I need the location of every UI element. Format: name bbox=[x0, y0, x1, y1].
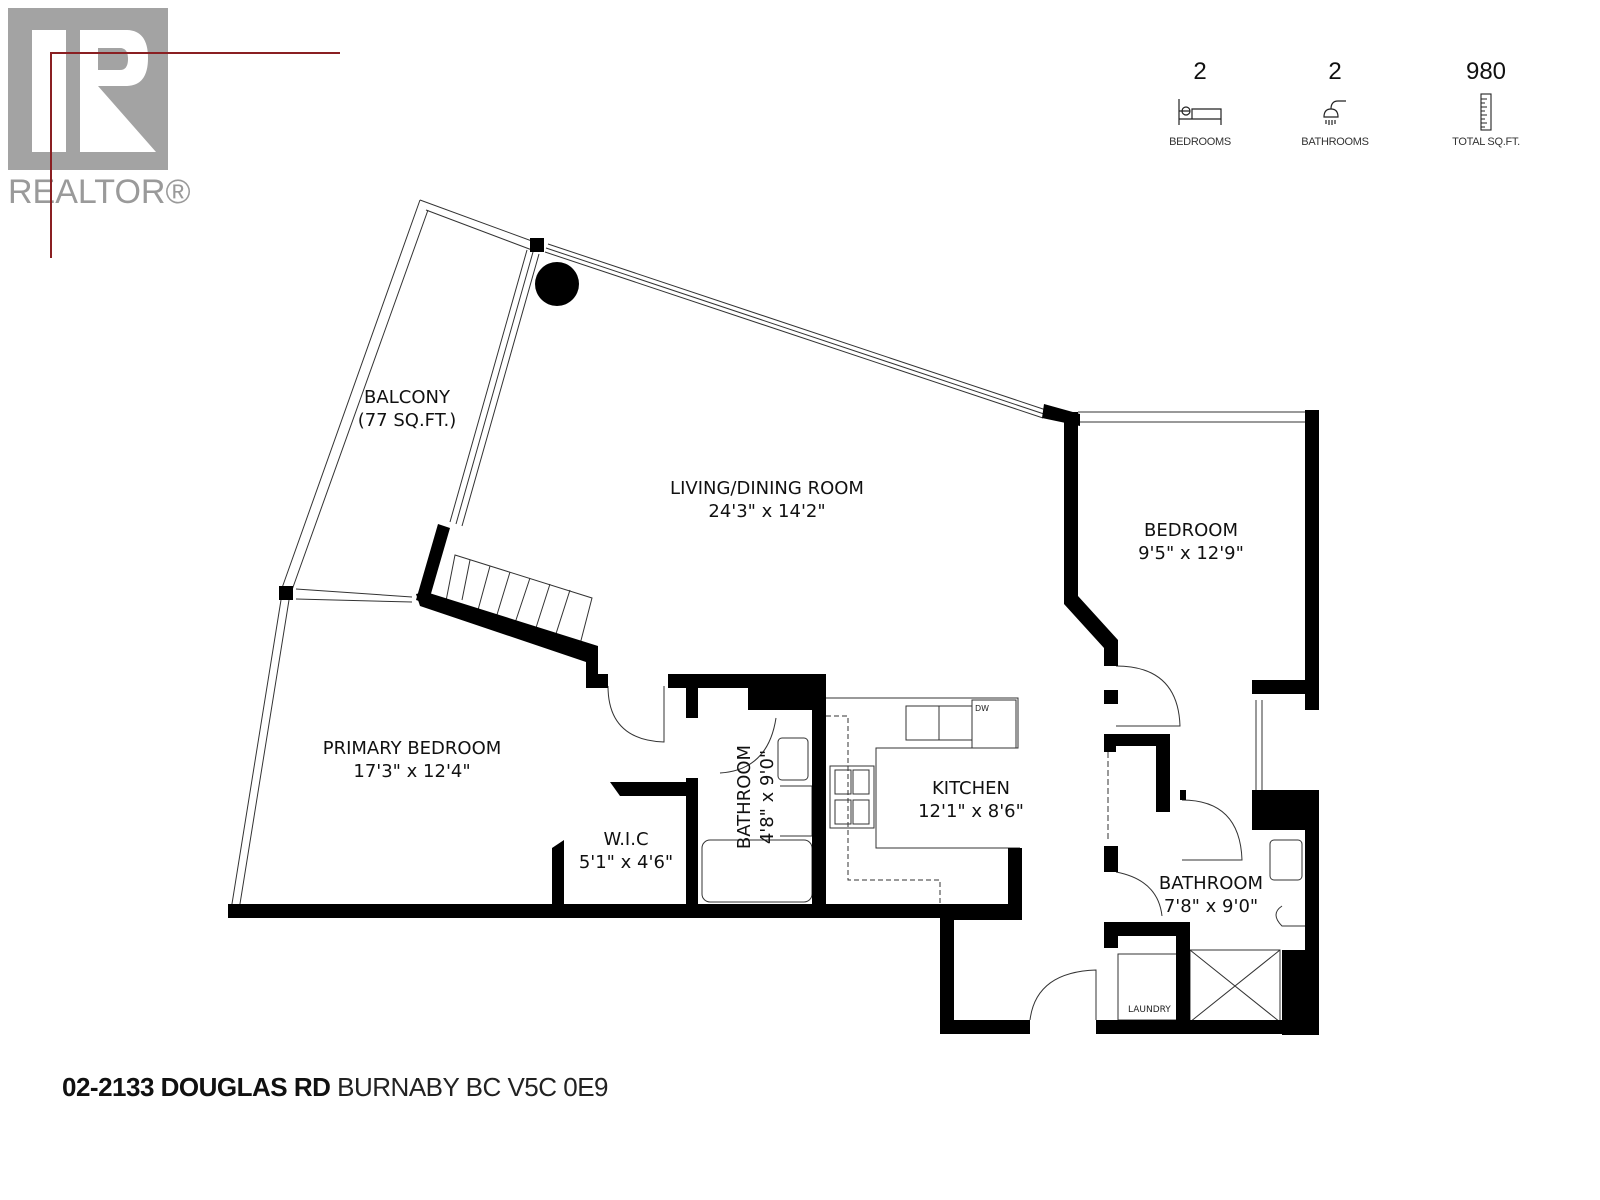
room-wic: W.I.C 5'1" x 4'6" bbox=[579, 828, 673, 874]
total-sqft-label: TOTAL SQ.FT. bbox=[1452, 136, 1520, 148]
wic-name: W.I.C bbox=[603, 829, 649, 850]
laundry-label: LAUNDRY bbox=[1128, 1005, 1171, 1015]
room-kitchen: KITCHEN 12'1" x 8'6" bbox=[918, 777, 1024, 823]
property-address: 02-2133 DOUGLAS RD BURNABY BC V5C 0E9 bbox=[62, 1072, 609, 1103]
column bbox=[535, 262, 579, 306]
accent-line-vertical bbox=[50, 52, 52, 258]
bedroom-size: 9'5" x 12'9" bbox=[1138, 543, 1244, 564]
bathrooms-count: 2 bbox=[1328, 58, 1342, 85]
realtor-wordmark: REALTOR® bbox=[8, 173, 191, 211]
bedrooms-label: BEDROOMS bbox=[1169, 136, 1231, 148]
dishwasher-label: DW bbox=[975, 704, 990, 713]
room-primary-bedroom: PRIMARY BEDROOM 17'3" x 12'4" bbox=[323, 737, 502, 783]
realtor-logo-mark bbox=[8, 8, 168, 170]
balcony-size: (77 SQ.FT.) bbox=[357, 410, 457, 431]
living-name: LIVING/DINING ROOM bbox=[670, 478, 864, 499]
shower-icon bbox=[1275, 90, 1395, 134]
room-living-dining: LIVING/DINING ROOM 24'3" x 14'2" bbox=[670, 477, 864, 523]
bathrooms-label: BATHROOMS bbox=[1301, 136, 1369, 148]
bedroom-name: BEDROOM bbox=[1144, 520, 1238, 541]
ruler-icon bbox=[1426, 90, 1546, 134]
stat-bedrooms: 2 BEDROOMS bbox=[1140, 58, 1260, 148]
bath2-size: 7'8" x 9'0" bbox=[1163, 896, 1259, 917]
primary-door-swing bbox=[607, 685, 665, 743]
bed-icon bbox=[1140, 90, 1260, 134]
bedrooms-count: 2 bbox=[1193, 58, 1207, 85]
property-stats: 2 BEDROOMS 2 BATHROOMS 980 TOTAL bbox=[1160, 58, 1570, 168]
primary-size: 17'3" x 12'4" bbox=[353, 761, 471, 782]
room-bathroom-2: BATHROOM 7'8" x 9'0" bbox=[1159, 872, 1263, 918]
bath2-name: BATHROOM bbox=[1158, 873, 1264, 894]
room-bedroom: BEDROOM 9'5" x 12'9" bbox=[1138, 519, 1244, 565]
address-city: BURNABY BC V5C 0E9 bbox=[337, 1072, 609, 1102]
stat-total-sqft: 980 TOTAL SQ.FT. bbox=[1426, 58, 1546, 148]
room-balcony: BALCONY (77 SQ.FT.) bbox=[358, 386, 457, 432]
primary-name: PRIMARY BEDROOM bbox=[322, 738, 502, 759]
accent-line-horizontal bbox=[50, 52, 340, 54]
bath1-name: BATHROOM bbox=[734, 744, 755, 850]
kitchen-size: 12'1" x 8'6" bbox=[918, 801, 1024, 822]
address-street: 02-2133 DOUGLAS RD bbox=[62, 1072, 331, 1102]
balcony-name: BALCONY bbox=[364, 387, 450, 408]
room-bathroom-1: BATHROOM 4'8" x 9'0" bbox=[733, 745, 779, 849]
balcony-railing bbox=[281, 199, 541, 591]
bath1-size: 4'8" x 9'0" bbox=[757, 749, 778, 845]
total-sqft-value: 980 bbox=[1465, 58, 1507, 85]
realtor-r-icon bbox=[32, 30, 156, 152]
wic-size: 5'1" x 4'6" bbox=[578, 852, 674, 873]
living-size: 24'3" x 14'2" bbox=[708, 501, 826, 522]
stat-bathrooms: 2 BATHROOMS bbox=[1275, 58, 1395, 148]
kitchen-name: KITCHEN bbox=[932, 778, 1010, 799]
realtor-logo: REALTOR® bbox=[8, 8, 191, 218]
